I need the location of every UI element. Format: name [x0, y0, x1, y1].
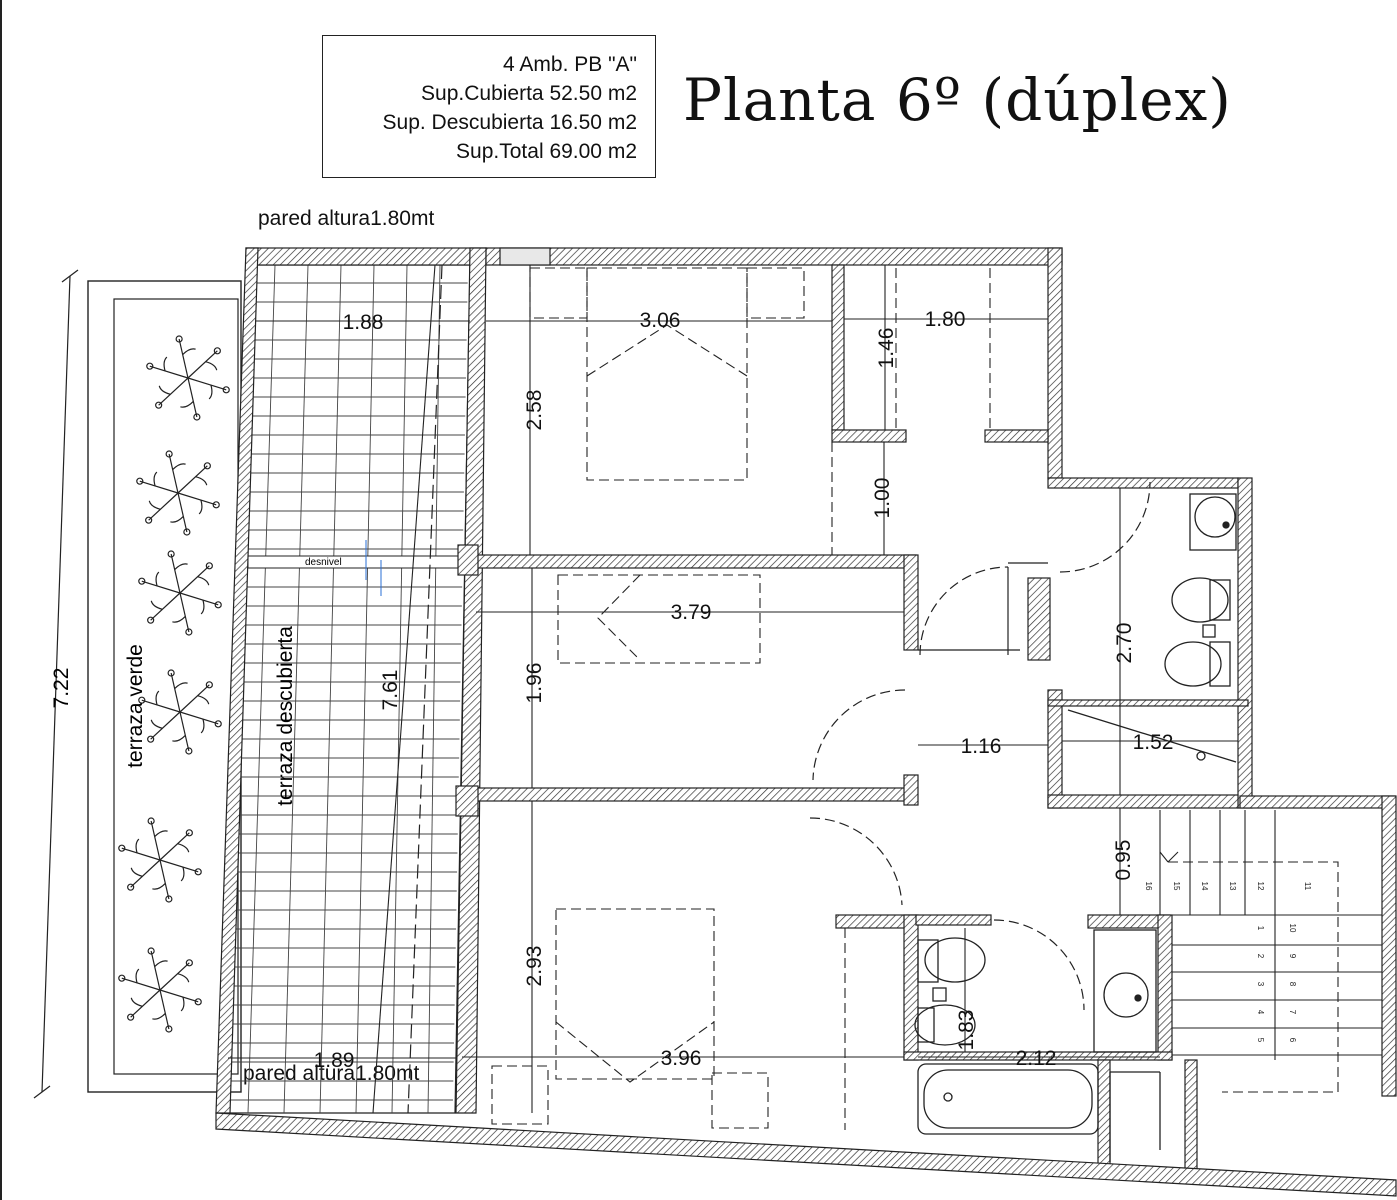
terrace-tile-line [427, 264, 441, 1114]
info-covered-area: Sup.Cubierta 52.50 m2 [421, 82, 637, 105]
terrace-tile-line [355, 264, 375, 1114]
info-uncovered-area: Sup. Descubierta 16.50 m2 [382, 111, 637, 134]
dimension-label-1-16: 1.16 [961, 735, 1002, 758]
stair-step-number: 7 [1288, 1010, 1297, 1015]
dimension-labels: 1.88 3.06 1.80 1.46 2.58 1.00 3.79 1.96 … [314, 308, 1174, 1072]
stair-step-number: 3 [1256, 982, 1265, 987]
dimension-label-1-80: 1.80 [925, 308, 966, 331]
stair-step-number: 14 [1200, 882, 1209, 891]
stair-step-number: 2 [1256, 954, 1265, 959]
building-walls [215, 247, 1397, 1197]
door-swings [809, 481, 1151, 1011]
terrace-tile-line [319, 264, 342, 1114]
dimension-label-1-00: 1.00 [871, 478, 894, 519]
plant-icon [136, 450, 220, 536]
stair-step-number: 5 [1256, 1038, 1265, 1043]
stair-step-number: 10 [1288, 924, 1297, 933]
dimension-7-22: 7.22 [33, 269, 79, 1099]
staircase [1159, 810, 1382, 1060]
dimension-label-0-95: 0.95 [1112, 840, 1135, 881]
dimension-label-1-88: 1.88 [343, 311, 384, 334]
dimension-label-1-83: 1.83 [955, 1010, 978, 1051]
terrace-tile-line [247, 264, 276, 1114]
stair-step-number: 16 [1144, 882, 1153, 891]
plant-icon [138, 669, 222, 755]
stair-step-number: 11 [1303, 882, 1312, 891]
dimension-label-3-96: 3.96 [661, 1047, 702, 1070]
stair-step-number: 12 [1256, 882, 1265, 891]
dimension-label-1-89: 1.89 [314, 1049, 355, 1072]
dimension-label-2-12: 2.12 [1016, 1047, 1057, 1070]
stair-step-number: 9 [1288, 954, 1297, 959]
plant-icon [118, 947, 202, 1033]
info-unit-type: 4 Amb. PB "A" [503, 53, 637, 76]
dimension-label-2-93: 2.93 [523, 946, 546, 987]
stair-step-number: 8 [1288, 982, 1297, 987]
terrace-dashed-edge [407, 264, 443, 1114]
stair-step-number: 6 [1288, 1038, 1297, 1043]
green-terrace-planter [87, 280, 242, 1093]
stair-step-number: 15 [1172, 882, 1181, 891]
terrace-tile-line [391, 264, 408, 1114]
info-total-area: Sup.Total 69.00 m2 [456, 140, 637, 163]
stair-step-number: 4 [1256, 1010, 1265, 1015]
dimension-label-1-52: 1.52 [1133, 731, 1174, 754]
page-frame-line [0, 0, 2, 1200]
dimension-label-1-96: 1.96 [523, 663, 546, 704]
dimension-label-2-70: 2.70 [1113, 623, 1136, 664]
dimension-label-1-46: 1.46 [875, 328, 898, 369]
plant-icon [146, 335, 230, 421]
plan-title: Planta 6º (dúplex) [683, 66, 1232, 134]
stair-step-number: 13 [1228, 882, 1237, 891]
dimension-label-3-06: 3.06 [640, 309, 681, 332]
stair-step-number: 1 [1256, 926, 1265, 931]
dimension-label-2-58: 2.58 [523, 390, 546, 431]
dimension-label-7-22: 7.22 [50, 668, 73, 709]
bathroom-2-fixtures [914, 929, 1161, 1162]
plant-icon [138, 550, 222, 636]
bathroom-1-fixtures [1067, 493, 1237, 763]
uncovered-terrace-floor [221, 264, 471, 1114]
dimension-label-7-61: 7.61 [379, 670, 402, 711]
furniture-dashed [491, 267, 1339, 1130]
label-desnivel: desnivel [305, 557, 342, 568]
surface-info-box: 4 Amb. PB "A" Sup.Cubierta 52.50 m2 Sup.… [322, 35, 656, 178]
label-terraza-verde: terraza verde [124, 644, 147, 768]
terrace-tile-line [283, 264, 309, 1114]
plant-icon [118, 817, 202, 903]
planter-vegetation [118, 335, 230, 1033]
wall-height-note-top: pared altura1.80mt [258, 207, 435, 230]
dimension-label-3-79: 3.79 [671, 601, 712, 624]
label-terraza-descubierta: terraza descubierta [274, 626, 297, 806]
dimension-lines [228, 264, 1238, 1114]
